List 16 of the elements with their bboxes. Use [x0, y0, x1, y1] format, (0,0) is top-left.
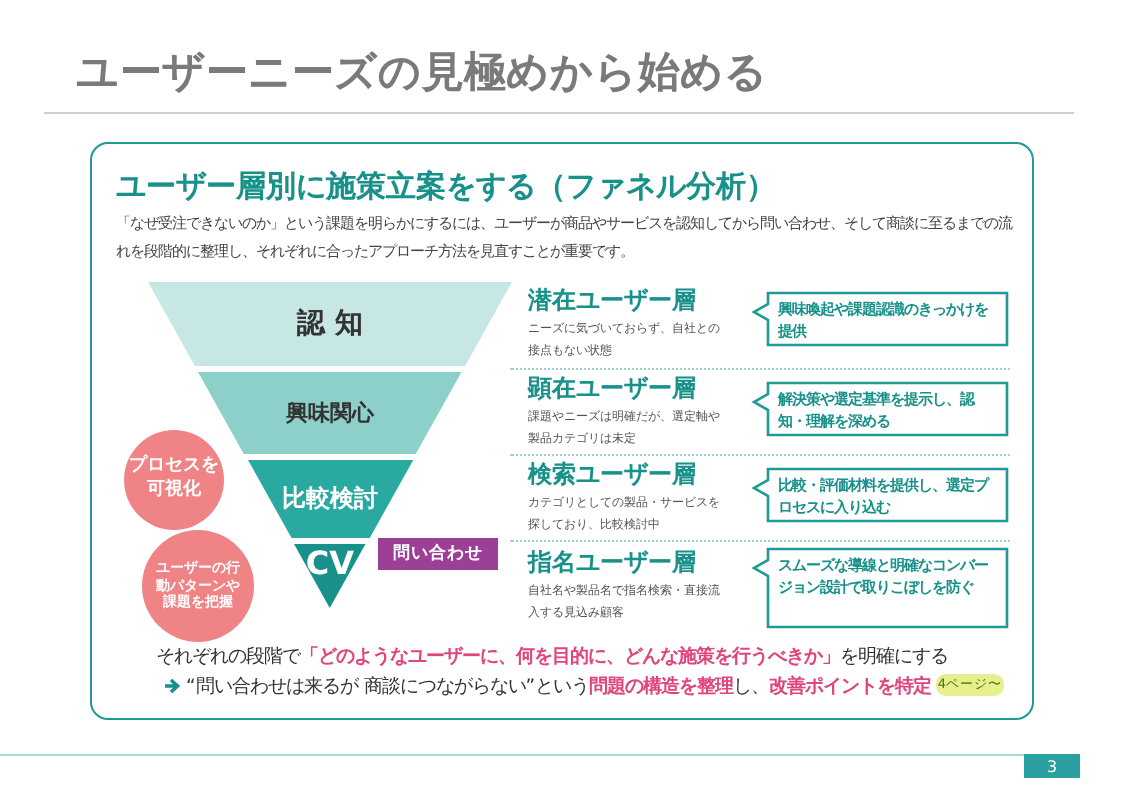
content-card: [90, 142, 1034, 720]
page-number: 3: [1024, 754, 1080, 778]
layer-heading: 検索ユーザー層: [528, 458, 696, 492]
funnel-stage: 比較検討: [247, 460, 413, 538]
card-heading: ユーザー層別に施策立案をする（ファネル分析）: [116, 168, 776, 206]
inquiry-badge: 問い合わせ: [378, 538, 498, 570]
page-title: ユーザーニーズの見極めから始める: [76, 46, 768, 100]
summary-sentence: それぞれの段階で「どのようなユーザーに、何を目的に、どんな施策を行うべきか」を明確にする: [156, 644, 948, 670]
layer-heading: 顕在ユーザー層: [528, 372, 696, 406]
funnel-stage: 興味関心: [198, 372, 462, 454]
layer-heading: 潜在ユーザー層: [528, 284, 696, 318]
funnel-stage: CV: [294, 544, 366, 608]
conclusion-sentence: “問い合わせは来るが 商談につながらない”という問題の構造を整理し、改善ポイントを特定: [186, 674, 932, 700]
process-circle: プロセスを可視化: [124, 430, 224, 530]
funnel-stage: 認 知: [148, 282, 512, 366]
layer-heading: 指名ユーザー層: [528, 546, 696, 580]
